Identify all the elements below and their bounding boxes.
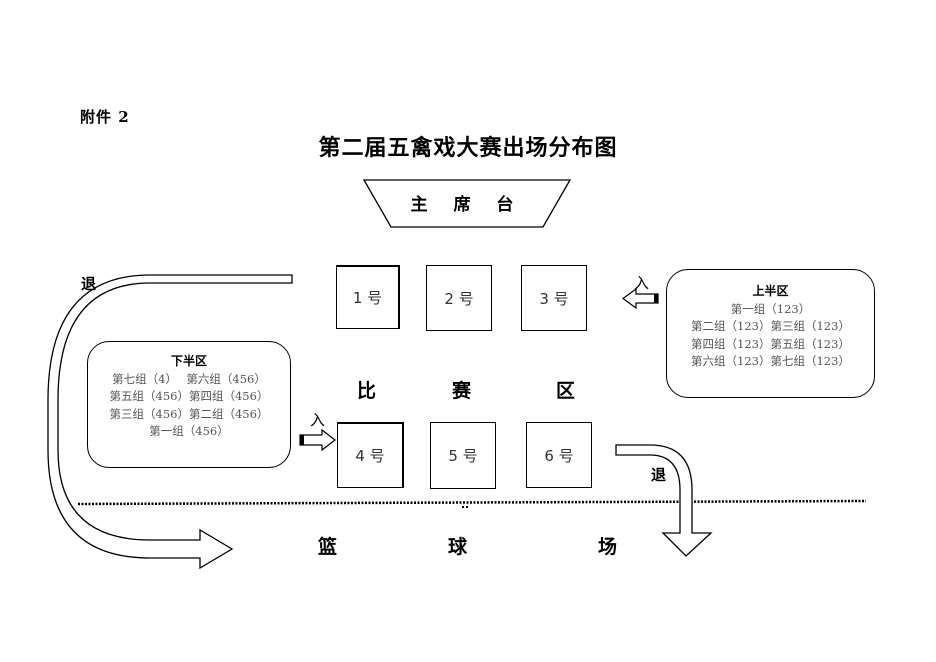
court-label: 4 号 [355,447,385,465]
court-label: 1 号 [352,289,383,307]
exit-arrow-left [47,274,293,570]
upper-zone-line: 第四组（123）第五组（123） [691,336,850,351]
court-3[interactable]: 3 号 [521,265,587,331]
lower-zone-line: 第七组（4） 第六组（456） [112,371,266,386]
upper-zone-title: 上半区 [752,284,789,298]
lower-zone-line: 第三组（456）第二组（456） [109,406,269,421]
competition-area-char: 区 [556,380,576,402]
upper-zone-line: 第一组（123） [730,301,811,316]
competition-area-char: 赛 [452,380,472,402]
court-4[interactable]: 4 号 [337,422,404,488]
basketball-court-char: 球 [448,536,468,558]
enter-label-upper: 入 [634,274,650,292]
court-6[interactable]: 6 号 [526,422,592,488]
upper-zone-line: 第六组（123）第七组（123） [691,354,850,368]
upper-zone-line: 第二组（123）第三组（123） [691,319,850,333]
exit-arrow-right [615,444,713,557]
enter-label-lower: 入 [310,411,326,429]
lower-zone-line: 第五组（456）第四组（456） [109,389,269,403]
enter-arrow-upper-tail [654,294,658,303]
exit-label-right: 退 [651,466,667,484]
boundary-marker [462,506,464,508]
basketball-court-boundary [77,499,867,506]
enter-arrow-lower [299,428,336,452]
court-label: 6 号 [544,446,574,465]
court-label: 3 号 [539,289,569,308]
exit-label-left: 退 [81,275,97,293]
court-2[interactable]: 2 号 [426,265,492,331]
title-text: 第二届五禽戏大赛出场分布图 [318,135,618,161]
upper-zone-panel: 上半区 第一组（123） 第二组（123）第三组（123） 第四组（123）第五… [666,269,875,398]
enter-arrow-lower-tail [300,435,304,445]
stage-label: 主 席 台 [410,195,524,215]
court-label: 5 号 [448,447,478,465]
court-label: 2 号 [444,289,474,308]
attachment-label: 附件 2 [80,108,130,126]
page-title: 第二届五禽戏大赛出场分布图 [0,130,936,162]
court-5[interactable]: 5 号 [430,422,496,489]
competition-area-char: 比 [357,380,377,402]
basketball-court-char: 篮 [318,536,338,558]
lower-zone-title: 下半区 [170,354,207,368]
boundary-marker [466,506,468,508]
stage-trapezoid [362,179,572,228]
court-1[interactable]: 1 号 [336,265,400,329]
basketball-court-char: 场 [598,536,618,558]
lower-zone-panel: 下半区 第七组（4） 第六组（456） 第五组（456）第四组（456） 第三组… [87,341,291,468]
lower-zone-line: 第一组（456） [149,424,229,438]
